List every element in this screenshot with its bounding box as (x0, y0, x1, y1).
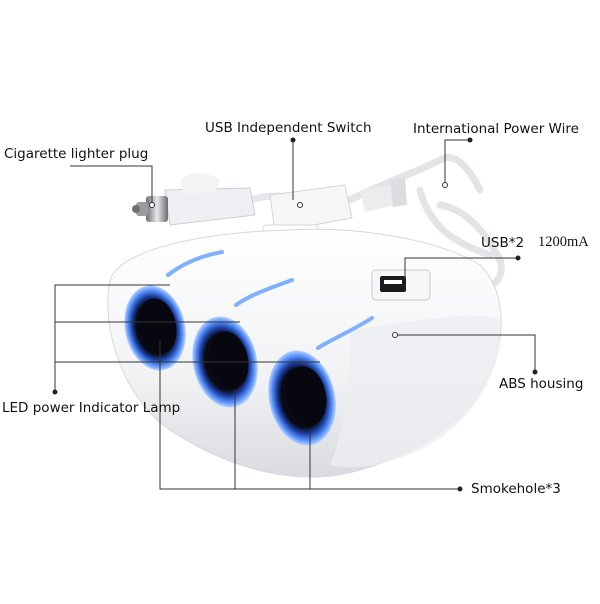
usb-switch-label: USB Independent Switch (205, 120, 372, 136)
smokehole-1 (124, 285, 186, 371)
abs-housing-label: ABS housing (499, 376, 584, 392)
smokehole-label: Smokehole*3 (471, 481, 561, 497)
usb-ports (371, 269, 431, 301)
power-wire-label: International Power Wire (413, 121, 579, 137)
cigarette-plug-label: Cigarette lighter plug (4, 146, 149, 162)
cigarette-lighter-plug (132, 173, 256, 226)
usb-ports-label: USB*2 (481, 235, 525, 251)
power-wire-strain-relief (360, 178, 407, 212)
usb-current-label: 1200mA (538, 234, 589, 250)
led-lamp-label: LED power Indicator Lamp (2, 400, 181, 416)
leader-lines (54, 139, 536, 490)
smokehole-3 (268, 350, 336, 446)
led-indicator-strips (166, 250, 374, 350)
leader-dots (52, 137, 538, 492)
